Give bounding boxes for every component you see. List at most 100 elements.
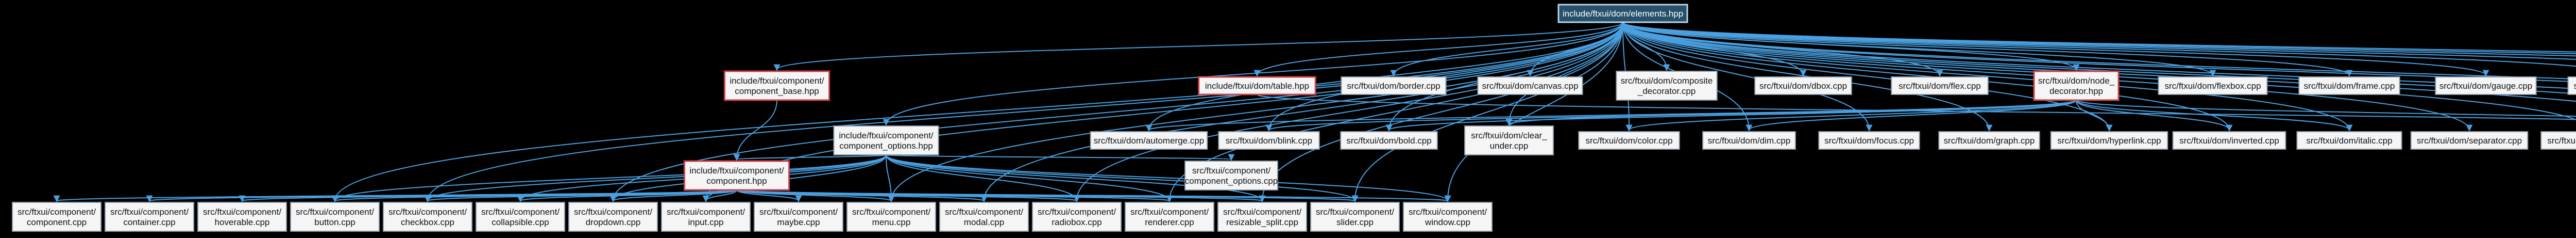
graph-node-automerge_cpp[interactable]: src/ftxui/dom/automerge.cpp	[1090, 131, 1208, 150]
graph-node-resizable_split_cpp[interactable]: src/ftxui/component/resizable_split.cpp	[1217, 202, 1307, 232]
graph-node-border_cpp[interactable]: src/ftxui/dom/border.cpp	[1341, 76, 1447, 95]
graph-node-blink_cpp[interactable]: src/ftxui/dom/blink.cpp	[1218, 131, 1320, 150]
graph-edge-component_options_hpp-window_cpp	[886, 154, 1451, 202]
graph-node-component_hpp[interactable]: include/ftxui/component/component.hpp	[683, 160, 790, 191]
graph-edge-node_decorator_hpp-underlined_cpp	[2076, 100, 2576, 117]
svg-text:src/ftxui/component/checkbox.c: src/ftxui/component/checkbox.cpp	[388, 207, 467, 227]
graph-node-button_cpp[interactable]: src/ftxui/component/button.cpp	[290, 202, 380, 232]
graph-edge-component_options_hpp-component_options_cpp	[886, 153, 1234, 161]
graph-node-modal_cpp[interactable]: src/ftxui/component/modal.cpp	[939, 202, 1029, 232]
graph-node-italic_cpp[interactable]: src/ftxui/dom/italic.cpp	[2296, 131, 2402, 150]
graph-node-elements_hpp[interactable]: include/ftxui/dom/elements.hpp	[1557, 4, 1688, 23]
graph-node-gridbox_cpp[interactable]: src/ftxui/dom/gridbox.cpp	[2567, 76, 2576, 95]
svg-text:src/ftxui/dom/hyperlink.cpp: src/ftxui/dom/hyperlink.cpp	[2057, 136, 2161, 146]
graph-edge-elements_hpp-input_cpp	[702, 22, 1623, 202]
graph-edge-elements_hpp-hyperlink_cpp	[1622, 22, 2113, 132]
graph-node-canvas_cpp[interactable]: src/ftxui/dom/canvas.cpp	[1477, 76, 1583, 95]
graph-edge-elements_hpp-dropdown_cpp	[609, 22, 1623, 202]
svg-text:src/ftxui/dom/canvas.cpp: src/ftxui/dom/canvas.cpp	[1482, 81, 1578, 91]
svg-text:include/ftxui/component/compon: include/ftxui/component/component_option…	[839, 131, 934, 151]
graph-node-component_options_cpp[interactable]: src/ftxui/component/component_options.cp…	[1184, 161, 1278, 191]
graph-edge-elements_hpp-table_hpp	[1253, 22, 1623, 77]
graph-edge-component_options_hpp-checkbox_cpp	[424, 154, 887, 202]
graph-node-focus_cpp[interactable]: src/ftxui/dom/focus.cpp	[1818, 131, 1920, 150]
svg-text:src/ftxui/dom/dbox.cpp: src/ftxui/dom/dbox.cpp	[1759, 81, 1847, 91]
graph-node-input_cpp[interactable]: src/ftxui/component/input.cpp	[661, 202, 751, 232]
svg-text:src/ftxui/component/collapsibl: src/ftxui/component/collapsible.cpp	[481, 207, 560, 227]
graph-node-slider_cpp[interactable]: src/ftxui/component/slider.cpp	[1310, 202, 1400, 232]
svg-text:src/ftxui/dom/color.cpp: src/ftxui/dom/color.cpp	[1585, 136, 1672, 146]
graph-node-frame_cpp[interactable]: src/ftxui/dom/frame.cpp	[2298, 76, 2400, 95]
graph-edge-elements_hpp-table_cpp	[1622, 22, 2576, 94]
svg-text:src/ftxui/dom/border.cpp: src/ftxui/dom/border.cpp	[1347, 81, 1440, 91]
graph-node-composite_decorator_cpp[interactable]: src/ftxui/dom/composite_decorator.cpp	[1616, 71, 1718, 101]
svg-text:src/ftxui/component/hoverable.: src/ftxui/component/hoverable.cpp	[203, 207, 281, 227]
graph-edge-elements_hpp-automerge_cpp	[1145, 22, 1623, 132]
graph-edge-elements_hpp-gridbox_cpp	[1622, 22, 2576, 67]
graph-node-dropdown_cpp[interactable]: src/ftxui/component/dropdown.cpp	[568, 202, 658, 232]
graph-node-node_decorator_hpp[interactable]: src/ftxui/dom/node_decorator.hpp	[2033, 70, 2120, 101]
graph-edge-elements_hpp-modal_cpp	[980, 22, 1623, 202]
svg-text:src/ftxui/component/window.cpp: src/ftxui/component/window.cpp	[1409, 207, 1487, 227]
graph-node-separator_cpp[interactable]: src/ftxui/dom/separator.cpp	[2410, 131, 2529, 150]
graph-node-bold_cpp[interactable]: src/ftxui/dom/bold.cpp	[1340, 131, 1438, 150]
graph-node-checkbox_cpp[interactable]: src/ftxui/component/checkbox.cpp	[383, 202, 472, 232]
graph-node-component_base_hpp[interactable]: include/ftxui/component/component_base.h…	[723, 70, 831, 101]
graph-node-dbox_cpp[interactable]: src/ftxui/dom/dbox.cpp	[1754, 76, 1852, 95]
svg-text:src/ftxui/component/component.: src/ftxui/component/component.cpp	[18, 207, 96, 227]
svg-text:src/ftxui/component/maybe.cpp: src/ftxui/component/maybe.cpp	[759, 207, 838, 227]
graph-edge-node_decorator_hpp-bold_cpp	[1385, 100, 2077, 132]
graph-node-menu_cpp[interactable]: src/ftxui/component/menu.cpp	[846, 202, 936, 232]
graph-edge-component_hpp-window_cpp	[736, 189, 1451, 202]
graph-node-radiobox_cpp[interactable]: src/ftxui/component/radiobox.cpp	[1032, 202, 1122, 232]
graph-node-flexbox_cpp[interactable]: src/ftxui/dom/flexbox.cpp	[2158, 76, 2268, 95]
graph-node-color_cpp[interactable]: src/ftxui/dom/color.cpp	[1578, 131, 1680, 150]
graph-edge-component_options_hpp-button_cpp	[331, 154, 887, 202]
svg-text:src/ftxui/dom/flexbox.cpp: src/ftxui/dom/flexbox.cpp	[2164, 81, 2261, 91]
graph-edge-component_hpp-hoverable_cpp	[239, 189, 737, 202]
graph-edge-node_decorator_hpp-dim_cpp	[1745, 100, 2077, 132]
graph-node-collapsible_cpp[interactable]: src/ftxui/component/collapsible.cpp	[476, 202, 565, 232]
svg-text:src/ftxui/dom/dim.cpp: src/ftxui/dom/dim.cpp	[1708, 136, 1791, 146]
graph-node-renderer_cpp[interactable]: src/ftxui/component/renderer.cpp	[1125, 202, 1214, 232]
graph-edge-elements_hpp-gauge_cpp	[1622, 22, 2489, 77]
graph-edge-component_hpp-maybe_cpp	[736, 189, 802, 202]
graph-edge-table_hpp-table_cpp	[1257, 94, 2576, 120]
graph-node-inverted_cpp[interactable]: src/ftxui/dom/inverted.cpp	[2172, 131, 2286, 150]
graph-edge-elements_hpp-spinner_cpp	[1622, 22, 2576, 102]
graph-edge-elements_hpp-button_cpp	[331, 22, 1623, 202]
svg-text:src/ftxui/component/renderer.c: src/ftxui/component/renderer.cpp	[1130, 207, 1209, 227]
svg-text:src/ftxui/component/container.: src/ftxui/component/container.cpp	[110, 207, 189, 227]
graph-edge-component_base_hpp-component_hpp	[733, 100, 777, 161]
graph-node-dim_cpp[interactable]: src/ftxui/dom/dim.cpp	[1702, 131, 1796, 150]
graph-node-window_cpp[interactable]: src/ftxui/component/window.cpp	[1403, 202, 1493, 232]
graph-node-component_cpp[interactable]: src/ftxui/component/component.cpp	[12, 202, 101, 232]
svg-text:src/ftxui/dom/blink.cpp: src/ftxui/dom/blink.cpp	[1226, 136, 1312, 146]
graph-node-flex_cpp[interactable]: src/ftxui/dom/flex.cpp	[1891, 76, 1989, 95]
svg-text:src/ftxui/component/slider.cpp: src/ftxui/component/slider.cpp	[1316, 207, 1394, 227]
graph-node-component_options_hpp[interactable]: include/ftxui/component/component_option…	[833, 125, 939, 155]
svg-text:src/ftxui/dom/clear_under.cpp: src/ftxui/dom/clear_under.cpp	[1471, 131, 1547, 151]
graph-node-container_cpp[interactable]: src/ftxui/component/container.cpp	[105, 202, 194, 232]
graph-node-maybe_cpp[interactable]: src/ftxui/component/maybe.cpp	[754, 202, 843, 232]
svg-text:src/ftxui/dom/node_decorator.h: src/ftxui/dom/node_decorator.hpp	[2038, 76, 2115, 96]
graph-node-table_hpp[interactable]: include/ftxui/dom/table.hpp	[1198, 76, 1316, 96]
graph-node-hyperlink_cpp[interactable]: src/ftxui/dom/hyperlink.cpp	[2050, 131, 2168, 150]
graph-edge-elements_hpp-window_cpp	[1444, 22, 1623, 202]
graph-edge-elements_hpp-checkbox_cpp	[424, 22, 1623, 202]
graph-edge-elements_hpp-text_cpp	[1622, 22, 2576, 57]
svg-text:include/ftxui/component/compon: include/ftxui/component/component.hpp	[689, 166, 784, 186]
svg-text:src/ftxui/dom/gauge.cpp: src/ftxui/dom/gauge.cpp	[2439, 81, 2532, 91]
graph-node-graph_cpp[interactable]: src/ftxui/dom/graph.cpp	[1938, 131, 2040, 150]
graph-edge-component_hpp-dropdown_cpp	[609, 189, 737, 202]
graph-node-clear_under_cpp[interactable]: src/ftxui/dom/clear_under.cpp	[1464, 125, 1554, 155]
graph-edge-elements_hpp-underlined_cpp	[1622, 22, 2576, 89]
graph-edge-elements_hpp-vbox_cpp	[1622, 22, 2576, 54]
graph-node-hoverable_cpp[interactable]: src/ftxui/component/hoverable.cpp	[197, 202, 287, 232]
graph-edge-elements_hpp-italic_cpp	[1622, 22, 2353, 132]
svg-text:src/ftxui/dom/italic.cpp: src/ftxui/dom/italic.cpp	[2306, 136, 2392, 146]
svg-text:src/ftxui/dom/automerge.cpp: src/ftxui/dom/automerge.cpp	[1094, 136, 1204, 146]
graph-node-size_cpp[interactable]: src/ftxui/dom/size.cpp	[2540, 131, 2576, 150]
graph-node-gauge_cpp[interactable]: src/ftxui/dom/gauge.cpp	[2435, 76, 2537, 95]
